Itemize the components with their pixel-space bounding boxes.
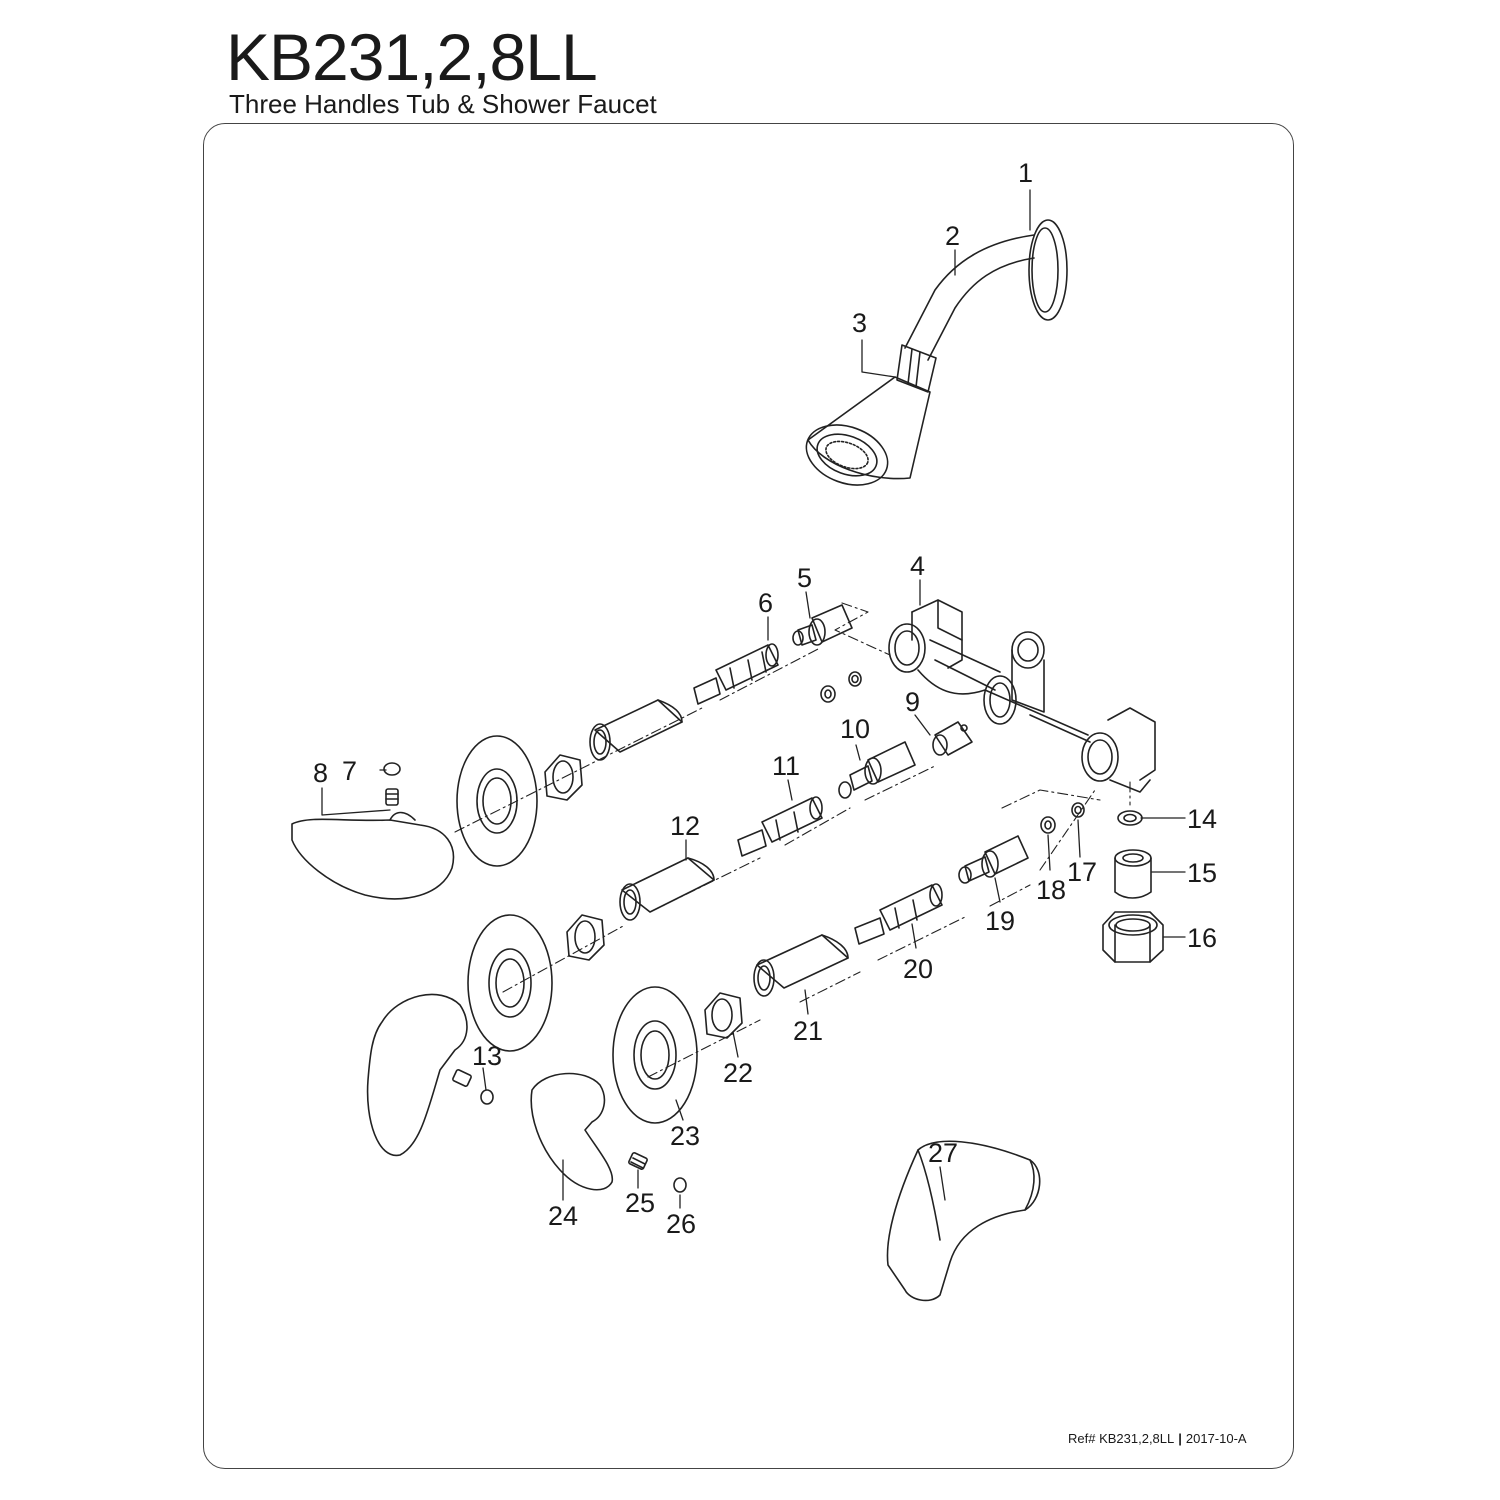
- model-title: KB231,2,8LL: [226, 20, 598, 94]
- part-escutcheon-23: [612, 986, 698, 1124]
- part-nut-top: [544, 754, 583, 801]
- callout-3: 3: [852, 308, 867, 338]
- callout-9: 9: [905, 687, 920, 717]
- small-nuts-bottom: [1040, 802, 1085, 834]
- leader-lines: [321, 189, 1186, 1209]
- part-set-screw-25: [628, 1152, 648, 1170]
- part-cap-26: [673, 1177, 687, 1193]
- part-washer-14: [1117, 810, 1143, 826]
- part-cartridge-5: [792, 604, 853, 646]
- callout-11: 11: [772, 751, 800, 781]
- reference-footer: Ref# KB231,2,8LL|2017-10-A: [1068, 1431, 1247, 1447]
- reference-code: Ref# KB231,2,8LL: [1068, 1431, 1175, 1446]
- part-set-screw-top: [385, 788, 399, 806]
- callout-22: 22: [723, 1058, 753, 1088]
- callout-26: 26: [666, 1209, 696, 1239]
- callout-6: 6: [758, 588, 773, 618]
- callout-19: 19: [985, 906, 1015, 936]
- alignment-lines: [454, 602, 1131, 1078]
- callout-5: 5: [797, 563, 812, 593]
- part-sleeve-12: [619, 857, 715, 921]
- part-shower-arm-2: [904, 234, 1035, 361]
- part-diverter-9: [932, 721, 973, 756]
- part-handle-middle: [366, 993, 468, 1157]
- callout-8: 8: [313, 758, 328, 788]
- part-cap-7: [383, 762, 401, 776]
- callout-16: 16: [1187, 923, 1217, 953]
- callout-14: 14: [1187, 804, 1217, 834]
- callouts: 1 2 3 4 5 6 7 8 9 10 11 12 13 14 15 16 1…: [313, 158, 1217, 1239]
- callout-12: 12: [670, 811, 700, 841]
- reference-separator: |: [1178, 1431, 1182, 1446]
- callout-10: 10: [840, 714, 870, 744]
- part-escutcheon-top: [456, 735, 538, 867]
- part-escutcheon-middle: [467, 914, 553, 1052]
- part-nut-22: [704, 992, 743, 1039]
- small-nuts-top: [820, 671, 862, 703]
- part-sleeve-21: [753, 934, 849, 997]
- callout-1: 1: [1018, 158, 1033, 188]
- callout-7: 7: [342, 756, 357, 786]
- part-nut-middle: [566, 914, 605, 961]
- callout-18: 18: [1036, 875, 1066, 905]
- part-stem-extension-20: [854, 883, 943, 945]
- callout-4: 4: [910, 551, 925, 581]
- part-handle-24: [530, 1072, 614, 1191]
- diagram-frame: [203, 123, 1294, 1469]
- callout-27: 27: [928, 1138, 958, 1168]
- callout-25: 25: [625, 1188, 655, 1218]
- part-tub-spout-27: [886, 1140, 1041, 1302]
- callout-20: 20: [903, 954, 933, 984]
- part-flange-1: [1028, 219, 1068, 321]
- part-cartridge-10: [838, 741, 916, 799]
- part-adapter-15: [1114, 849, 1152, 899]
- callout-2: 2: [945, 221, 960, 251]
- callout-24: 24: [548, 1201, 578, 1231]
- callout-21: 21: [793, 1016, 823, 1046]
- part-valve-body-4: [888, 599, 1156, 793]
- callout-17: 17: [1067, 857, 1097, 887]
- model-description: Three Handles Tub & Shower Faucet: [229, 89, 657, 119]
- callout-15: 15: [1187, 858, 1217, 888]
- part-sleeve: [589, 699, 683, 761]
- callout-23: 23: [670, 1121, 700, 1151]
- part-set-screw-13: [452, 1069, 494, 1105]
- part-stem-extension-11: [737, 796, 823, 857]
- part-handle-8: [291, 811, 455, 900]
- callout-13: 13: [472, 1041, 502, 1071]
- part-stem-extension-6: [693, 643, 779, 705]
- reference-date: 2017-10-A: [1185, 1431, 1247, 1446]
- part-coupling-nut-16: [1102, 911, 1164, 963]
- part-cartridge-19: [958, 835, 1029, 884]
- part-shower-head-3: [805, 344, 937, 486]
